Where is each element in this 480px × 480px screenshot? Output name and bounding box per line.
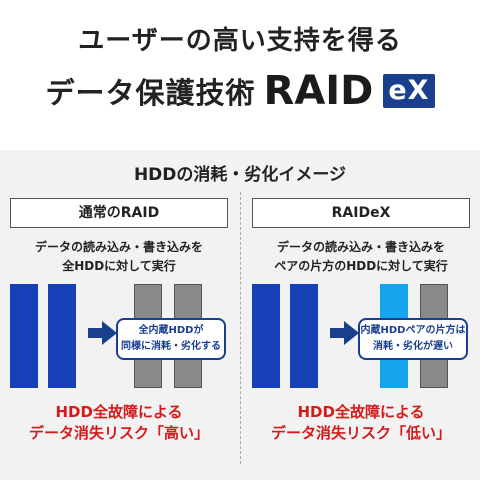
callout-line: 内蔵HDDペアの片方は <box>360 325 466 336</box>
callout-line: 全内蔵HDDが <box>138 325 204 336</box>
normal-raid-hdd-diagram: 全内蔵HDDが 同様に消耗・劣化する <box>10 284 228 396</box>
raidex-description: データの読み込み・書き込みを ペアの片方のHDDに対して実行 <box>252 238 470 276</box>
risk-line: データ消失リスク「高い」 <box>28 424 209 442</box>
brand-logo-raid: RAID <box>263 68 374 114</box>
desc-line: データの読み込み・書き込みを <box>34 240 203 254</box>
headline-line2-text: データ保護技術 <box>45 76 256 110</box>
normal-raid-risk: HDD全故障による データ消失リスク「高い」 <box>10 402 228 444</box>
normal-raid-callout: 全内蔵HDDが 同様に消耗・劣化する <box>116 318 226 360</box>
hdd-bar-before <box>48 284 76 388</box>
raidex-hdd-diagram: 内蔵HDDペアの片方は 消耗・劣化が遅い <box>252 284 470 396</box>
raidex-header: RAIDeX <box>252 198 470 228</box>
normal-raid-description: データの読み込み・書き込みを 全HDDに対して実行 <box>10 238 228 276</box>
hdd-bar-before <box>10 284 38 388</box>
normal-raid-header: 通常のRAID <box>10 198 228 228</box>
callout-line: 消耗・劣化が遅い <box>373 341 453 352</box>
hdd-bar-before <box>252 284 280 388</box>
section-subtitle: HDDの消耗・劣化イメージ <box>133 165 347 185</box>
headline-line2: データ保護技術 RAID eX <box>0 68 480 114</box>
brand-logo-ex: eX <box>383 74 435 108</box>
normal-raid-column: 通常のRAID データの読み込み・書き込みを 全HDDに対して実行 全内蔵HDD… <box>10 198 228 444</box>
arrow-right-icon <box>88 321 117 345</box>
risk-line: データ消失リスク「低い」 <box>270 424 451 442</box>
arrow-right-icon <box>330 321 359 345</box>
headline-line1: ユーザーの高い支持を得る <box>78 26 402 56</box>
raidex-risk: HDD全故障による データ消失リスク「低い」 <box>252 402 470 444</box>
risk-line: HDD全故障による <box>55 403 183 421</box>
desc-line: 全HDDに対して実行 <box>62 259 176 273</box>
raidex-column: RAIDeX データの読み込み・書き込みを ペアの片方のHDDに対して実行 内蔵… <box>252 198 470 444</box>
hdd-bar-before <box>290 284 318 388</box>
column-divider <box>240 192 241 464</box>
risk-line: HDD全故障による <box>297 403 425 421</box>
callout-line: 同様に消耗・劣化する <box>121 341 221 352</box>
desc-line: ペアの片方のHDDに対して実行 <box>274 259 448 273</box>
desc-line: データの読み込み・書き込みを <box>276 240 445 254</box>
raidex-callout: 内蔵HDDペアの片方は 消耗・劣化が遅い <box>358 318 468 360</box>
